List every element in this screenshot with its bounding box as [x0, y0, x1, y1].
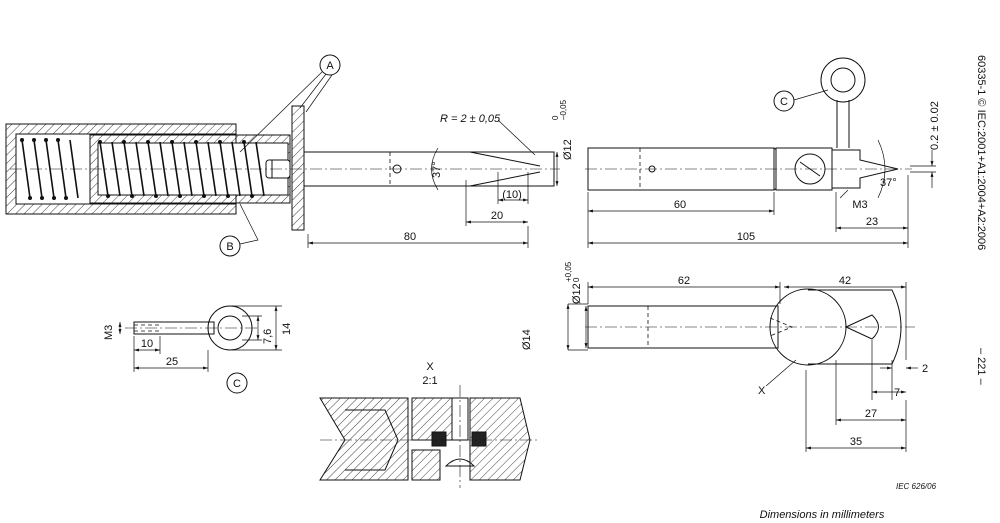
- probe-side-view: [585, 288, 915, 366]
- callout-b: B: [219, 203, 259, 257]
- svg-text:C: C: [233, 378, 241, 390]
- svg-text:B: B: [226, 241, 233, 253]
- svg-text:0: 0: [572, 277, 581, 282]
- svg-text:60: 60: [674, 199, 686, 211]
- svg-text:2:1: 2:1: [422, 375, 437, 387]
- svg-text:+0,05: +0,05: [564, 261, 573, 282]
- svg-text:14: 14: [281, 323, 293, 335]
- svg-text:0: 0: [551, 115, 560, 120]
- svg-text:X: X: [426, 361, 434, 373]
- top-right-dimensions: 60 105 23 M3 37° 0.2 ± 0.02: [587, 101, 941, 248]
- callout-a: A: [239, 54, 341, 153]
- svg-text:37°: 37°: [880, 177, 897, 189]
- bottom-right-dimensions: Ø12 +0,05 0 Ø14 62 42 2 7 27 35 X: [521, 261, 928, 452]
- svg-text:7,6: 7,6: [262, 329, 274, 344]
- svg-text:27: 27: [865, 408, 877, 420]
- svg-text:A: A: [326, 60, 334, 72]
- svg-text:10: 10: [141, 338, 153, 350]
- iec-reference: IEC 626/06: [896, 482, 937, 491]
- svg-text:(10): (10): [502, 189, 522, 201]
- svg-text:25: 25: [166, 356, 178, 368]
- svg-text:M3: M3: [852, 199, 867, 211]
- part-c-view: M3 10 25 7,6 14: [103, 305, 293, 372]
- svg-text:37°: 37°: [431, 161, 443, 178]
- units-note: Dimensions in millimeters: [760, 509, 885, 521]
- svg-text:X: X: [758, 385, 766, 397]
- spring-assembly-view: [5, 105, 560, 231]
- probe-top-view: [585, 57, 912, 191]
- svg-text:7: 7: [894, 387, 900, 399]
- svg-text:23: 23: [866, 216, 878, 228]
- svg-text:Ø12: Ø12: [571, 283, 583, 304]
- svg-text:–0,05: –0,05: [559, 99, 568, 120]
- svg-text:2: 2: [922, 363, 928, 375]
- svg-text:20: 20: [491, 210, 503, 222]
- callout-c-top: C: [773, 89, 829, 112]
- svg-text:Ø14: Ø14: [521, 329, 533, 350]
- svg-text:80: 80: [404, 231, 416, 243]
- page-number: – 221 –: [975, 348, 987, 386]
- svg-text:62: 62: [678, 275, 690, 287]
- svg-text:Ø12: Ø12: [562, 139, 574, 160]
- svg-text:0.2 ± 0.02: 0.2 ± 0.02: [929, 101, 941, 150]
- callout-c-bottom: C: [226, 372, 248, 394]
- svg-text:35: 35: [850, 436, 862, 448]
- svg-text:C: C: [780, 96, 788, 108]
- svg-text:42: 42: [839, 275, 851, 287]
- svg-text:105: 105: [737, 231, 755, 243]
- detail-x-view: X 2:1: [319, 361, 540, 488]
- copyright-text: 60335-1 © IEC:2001+A1:2004+A2:2006: [975, 55, 987, 250]
- svg-text:R = 2 ± 0,05: R = 2 ± 0,05: [440, 113, 501, 125]
- svg-text:M3: M3: [103, 325, 115, 340]
- top-left-dimensions: R = 2 ± 0,05 Ø12 0 –0,05 37° (10) 20 80: [307, 99, 574, 248]
